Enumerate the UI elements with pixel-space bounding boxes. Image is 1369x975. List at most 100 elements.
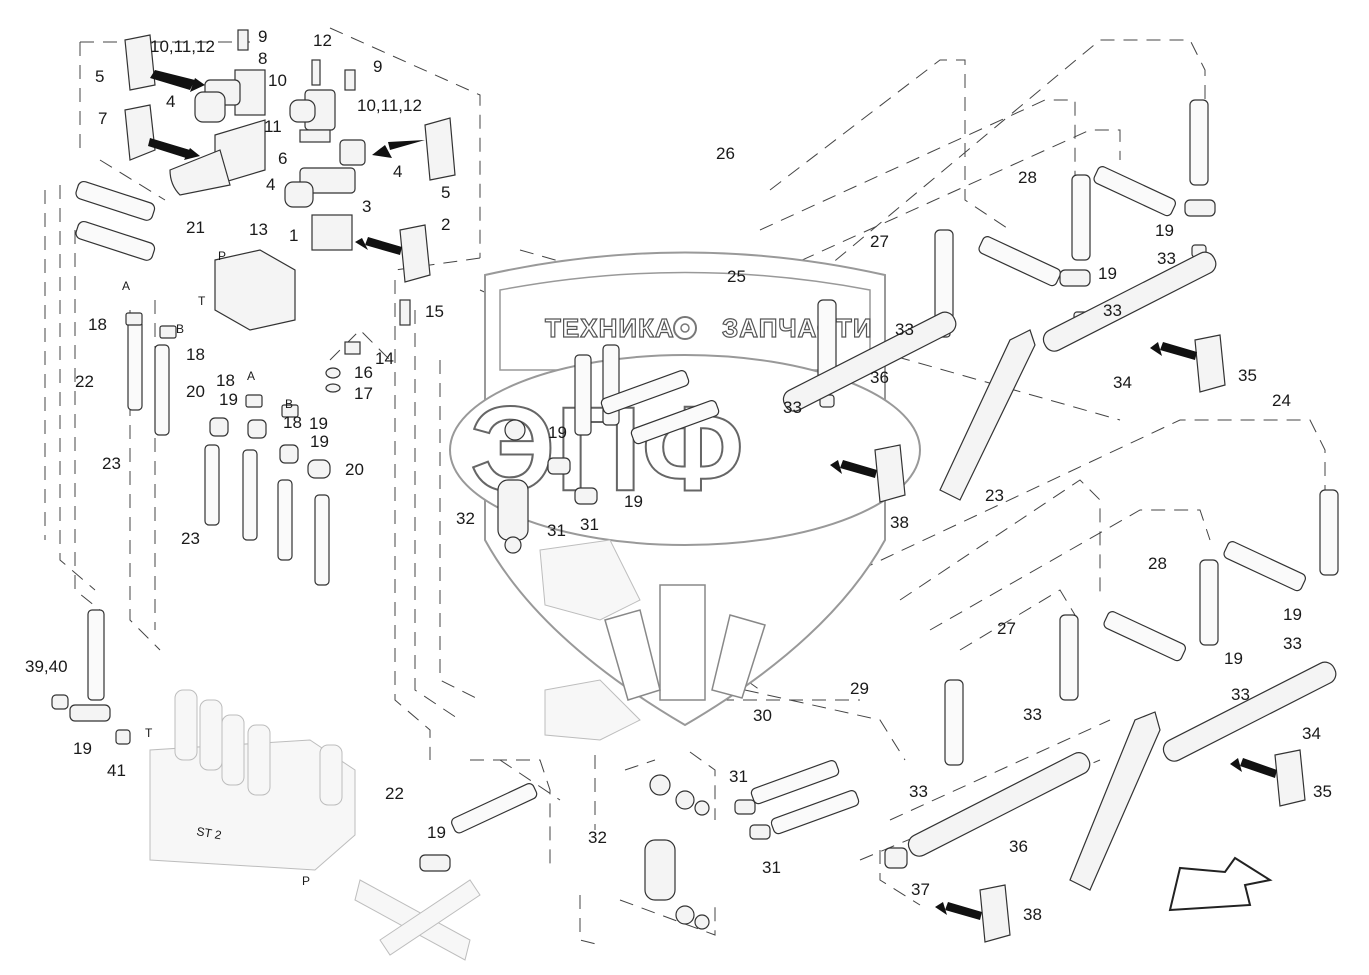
port-letters: A B P T A B T P ST 2 xyxy=(122,249,310,888)
watermark-text-right: ЗАПЧАСТИ xyxy=(722,313,873,343)
callout-number: 22 xyxy=(385,784,404,803)
callout-number: 27 xyxy=(997,619,1016,638)
warning-label-icon xyxy=(979,884,1011,943)
callout-number: 1 xyxy=(289,226,298,245)
callout-number: 4 xyxy=(266,175,275,194)
callout-number: 26 xyxy=(716,144,735,163)
port-letter-a: A xyxy=(122,279,130,293)
callout-number: 19 xyxy=(219,390,238,409)
callout-number: 31 xyxy=(762,858,781,877)
callout-number: 38 xyxy=(890,513,909,532)
callout-number: 33 xyxy=(909,782,928,801)
hydraulic-cylinder-36b xyxy=(907,752,1091,857)
screw-9 xyxy=(237,29,249,51)
callout-number: 19 xyxy=(1098,264,1117,283)
warning-labels xyxy=(124,34,1306,943)
warning-label-icon xyxy=(124,34,156,91)
callout-number: 20 xyxy=(186,382,205,401)
callout-number: 8 xyxy=(258,49,267,68)
callout-number: 19 xyxy=(310,432,329,451)
callout-number: 10,11,12 xyxy=(357,96,422,115)
callout-number: 35 xyxy=(1238,366,1257,385)
callout-number: 12 xyxy=(313,31,332,50)
callout-number: 2 xyxy=(441,215,450,234)
hydraulic-cylinder-34 xyxy=(1042,251,1217,352)
callout-number: 19 xyxy=(73,739,92,758)
callout-number: 33 xyxy=(1023,705,1042,724)
screw-15 xyxy=(399,299,411,326)
warning-label-icon xyxy=(1274,749,1306,807)
warning-label-icon xyxy=(424,117,456,181)
manifold-block-13 xyxy=(214,249,296,331)
port-letter-b: B xyxy=(176,322,184,336)
callout-number: 32 xyxy=(588,828,607,847)
callout-number: 19 xyxy=(624,492,643,511)
port-letter-p: P xyxy=(218,249,226,263)
callout-number: 25 xyxy=(727,267,746,286)
callout-number: 14 xyxy=(375,349,394,368)
warning-label-icon xyxy=(399,224,431,283)
port-letter-t: T xyxy=(198,294,206,308)
callout-number: 22 xyxy=(75,372,94,391)
callout-number: 33 xyxy=(1283,634,1302,653)
callout-number: 36 xyxy=(1009,837,1028,856)
shock-absorber-32 xyxy=(497,479,529,541)
callout-number: 35 xyxy=(1313,782,1332,801)
callout-number: 19 xyxy=(1155,221,1174,240)
callout-number: 36 xyxy=(870,368,889,387)
callout-number: 17 xyxy=(354,384,373,403)
callout-number: 31 xyxy=(729,767,748,786)
direction-indicator-arrow xyxy=(1168,856,1273,912)
callout-number: 19 xyxy=(1224,649,1243,668)
callout-number: 3 xyxy=(362,197,371,216)
callout-number: 31 xyxy=(547,521,566,540)
callout-number: 37 xyxy=(911,880,930,899)
valve-block-1 xyxy=(311,214,353,251)
hoses-lower-center xyxy=(419,760,860,930)
callout-number: 33 xyxy=(1157,249,1176,268)
direction-arrows xyxy=(148,70,1277,920)
callout-number: 39,40 xyxy=(25,657,68,676)
callout-number: 5 xyxy=(441,183,450,202)
callout-number: 34 xyxy=(1113,373,1132,392)
building-icon xyxy=(604,584,766,701)
callout-number: 27 xyxy=(870,232,889,251)
valve-components xyxy=(169,29,411,393)
callout-number: 30 xyxy=(753,706,772,725)
callout-number: 19 xyxy=(548,423,567,442)
callout-number: 23 xyxy=(985,486,1004,505)
callout-number: 19 xyxy=(427,823,446,842)
callout-number: 9 xyxy=(373,57,382,76)
warning-label-icon xyxy=(124,104,156,161)
callout-number: 28 xyxy=(1148,554,1167,573)
callout-number: 18 xyxy=(186,345,205,364)
callout-number: 34 xyxy=(1302,724,1321,743)
callout-number: 29 xyxy=(850,679,869,698)
hydraulic-cylinder-36 xyxy=(782,311,957,412)
watermark-text-left: ТЕХНИКА xyxy=(545,313,675,343)
callout-number: 21 xyxy=(186,218,205,237)
callout-number: 33 xyxy=(895,320,914,339)
callout-number: 16 xyxy=(354,363,373,382)
callout-number: 20 xyxy=(345,460,364,479)
valve-group-frame xyxy=(79,27,481,271)
warning-label-icon xyxy=(874,444,906,503)
callout-number: 33 xyxy=(783,398,802,417)
callout-number: 38 xyxy=(1023,905,1042,924)
callout-number: 31 xyxy=(580,515,599,534)
callout-number: 6 xyxy=(278,149,287,168)
callout-number: 23 xyxy=(102,454,121,473)
callout-number: 7 xyxy=(98,109,107,128)
callout-number: 18 xyxy=(283,413,302,432)
callout-number: 19 xyxy=(1283,605,1302,624)
hoses-right xyxy=(782,99,1339,891)
callout-number: 15 xyxy=(425,302,444,321)
callout-number: 10,11,12 xyxy=(150,37,215,56)
hydraulic-cylinder-34b xyxy=(1162,661,1337,762)
callout-number: 13 xyxy=(249,220,268,239)
callout-number: 9 xyxy=(258,27,267,46)
callout-number: 33 xyxy=(1231,685,1250,704)
callout-number: 11 xyxy=(264,117,282,136)
callout-number: 5 xyxy=(95,67,104,86)
